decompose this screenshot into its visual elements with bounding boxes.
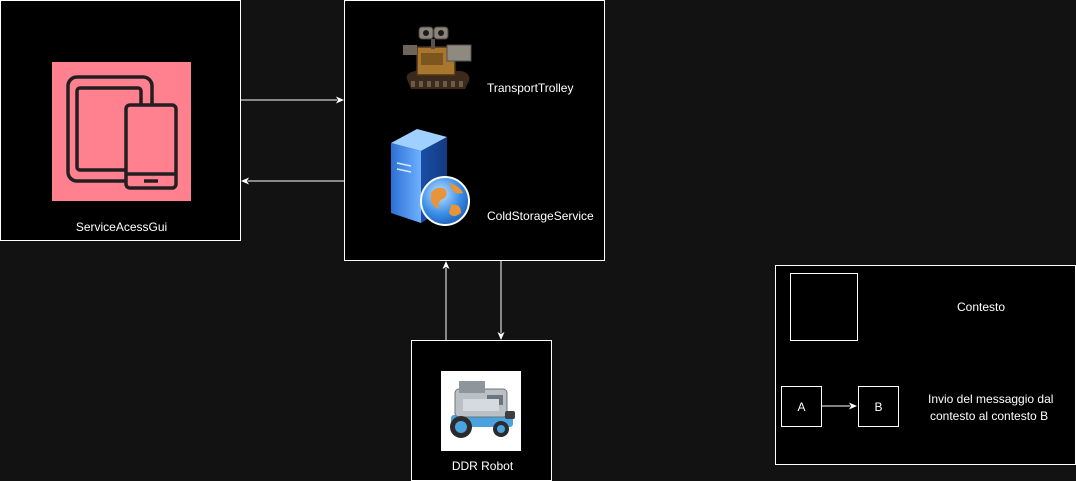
tablet-phone-icon: [52, 62, 191, 201]
legend-node-b-label: B: [874, 399, 883, 414]
arrow-robot-to-service: [442, 261, 450, 340]
ddr-robot-label: DDR Robot: [451, 459, 514, 473]
legend-node-a-label: A: [797, 399, 806, 414]
server-globe-icon: [387, 123, 477, 229]
mbot-robot-icon: [441, 371, 521, 451]
legend-message-line-1: Invio del messaggio dal: [928, 392, 1054, 406]
legend-context-label: Contesto: [957, 300, 1006, 314]
cold-storage-service-label: ColdStorageService: [487, 209, 594, 223]
legend-node-a: A: [781, 386, 822, 427]
arrow-service-to-robot: [497, 261, 505, 340]
legend-panel: Contesto A B Invio del messaggio dal con…: [775, 265, 1076, 465]
wall-e-robot-icon: [401, 23, 477, 99]
gui-label: ServiceAcessGui: [75, 220, 168, 234]
service-access-gui-node[interactable]: ServiceAcessGui: [0, 0, 241, 241]
ddr-robot-node[interactable]: DDR Robot: [411, 340, 552, 481]
legend-message-line-2: contesto al contesto B: [930, 409, 1049, 423]
transport-trolley-label: TransportTrolley: [487, 81, 574, 95]
arrow-service-to-gui: [241, 177, 344, 185]
arrow-gui-to-service: [241, 96, 344, 104]
legend-node-b: B: [858, 386, 899, 427]
legend-arrow-a-to-b: [821, 402, 857, 410]
legend-context-swatch: [790, 273, 858, 341]
cold-storage-context-node[interactable]: TransportTrolley: [344, 0, 605, 261]
